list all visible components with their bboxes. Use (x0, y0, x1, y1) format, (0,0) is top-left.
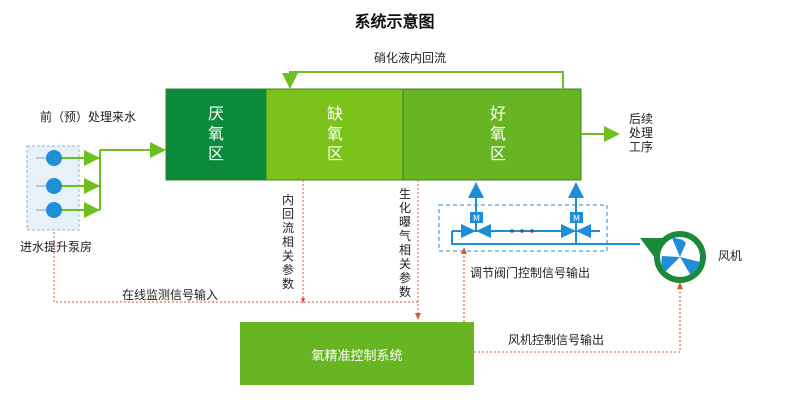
blower-signal-label: 风机控制信号输出 (508, 333, 605, 347)
ellipsis-dots (510, 229, 534, 233)
blower-signal-line (474, 285, 681, 353)
signal-arrowheads (301, 247, 683, 320)
pump-house-label: 进水提升泵房 (20, 240, 93, 254)
pump-icon-3 (36, 202, 62, 218)
valve-left-badge: M (473, 214, 480, 223)
pump-arrows (80, 150, 100, 218)
valve-right-badge: M (573, 214, 580, 223)
blower-label: 风机 (718, 249, 743, 263)
air-main-pipe (451, 231, 640, 245)
aeration-param-label: 生化曝气相关参数 (398, 187, 411, 299)
inflow-label: 前（预）处理来水 (40, 110, 137, 124)
aerobic-zone (403, 89, 581, 180)
pump-icon-2 (36, 178, 62, 194)
recycle-loop (282, 71, 564, 89)
valve-signal-label: 调节阀门控制信号输出 (470, 266, 591, 280)
control-system-label: 氧精准控制系统 (311, 349, 403, 364)
valve-group-box (438, 204, 608, 252)
control-system-box (240, 322, 474, 385)
diagram-title: 系统示意图 (354, 12, 435, 31)
downstream-label: 后续处理工序 (628, 112, 653, 154)
pump-icon-1 (36, 150, 62, 166)
online-signal-label: 在线监测信号输入 (122, 288, 219, 302)
valve-right (561, 212, 591, 238)
zone-label-anoxic: 缺氧区 (326, 104, 343, 163)
recycle-label: 硝化液内回流 (374, 51, 447, 65)
valve-left (461, 212, 491, 238)
zone-label-aerobic: 好氧区 (489, 104, 506, 163)
anoxic-zone (266, 89, 403, 180)
internal-param-label: 内回流相关参数 (281, 193, 294, 291)
anaerobic-zone (166, 89, 266, 180)
zone-label-anaerobic: 厌氧区 (207, 104, 224, 163)
online-signal-line (53, 232, 418, 303)
blower-icon (640, 231, 706, 283)
